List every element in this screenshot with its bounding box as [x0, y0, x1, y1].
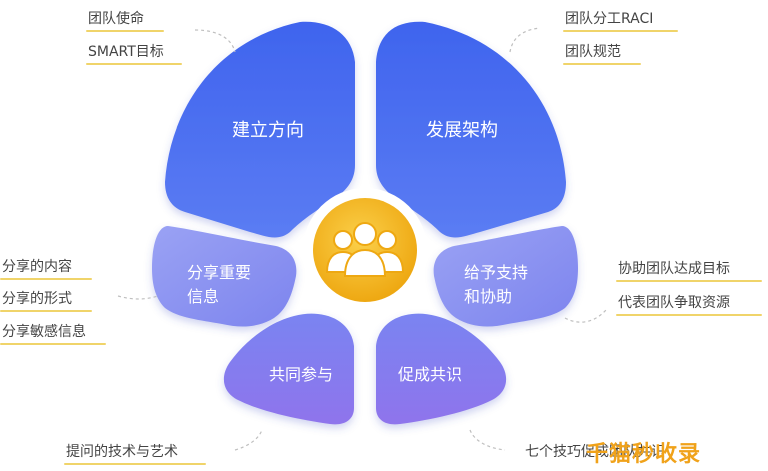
- petal-mid-left: [152, 226, 297, 327]
- label-team-norms: 团队规范: [565, 44, 621, 60]
- connector-mid-left: [117, 295, 159, 300]
- petal-mid-right-label-line2: 和协助: [464, 287, 512, 306]
- connector-top-right: [509, 27, 541, 53]
- connector-bottom-right: [469, 429, 506, 451]
- label-team-mission: 团队使命: [88, 11, 144, 27]
- petal-mid-right-label-line1: 给予支持: [464, 263, 528, 282]
- petal-top-right-label: 发展架构: [426, 120, 498, 141]
- label-help-team: 协助团队达成目标: [618, 261, 730, 277]
- label-share-sensitive: 分享敏感信息: [2, 324, 86, 340]
- petal-top-left-label: 建立方向: [232, 120, 304, 141]
- connector-bottom-left: [234, 429, 263, 451]
- label-underline: [616, 280, 762, 282]
- label-share-form: 分享的形式: [2, 291, 72, 307]
- watermark-logo: 千猫秒收录: [586, 442, 702, 467]
- label-underline: [0, 278, 92, 280]
- petal-mid-left-label-line2: 信息: [187, 287, 219, 306]
- team-icon: [325, 222, 405, 277]
- connector-top-left: [194, 29, 236, 53]
- label-underline: [563, 30, 678, 32]
- label-consensus-tips: 七个技巧促成团队共识: [525, 444, 665, 460]
- petal-top-left: [165, 21, 355, 238]
- petal-mid-right: [433, 226, 578, 327]
- connectors: [117, 27, 607, 451]
- petal-top-right: [376, 21, 566, 238]
- connector-mid-right: [564, 309, 607, 323]
- label-underline: [616, 314, 762, 316]
- label-questioning: 提问的技术与艺术: [66, 444, 178, 460]
- label-share-content: 分享的内容: [2, 259, 72, 275]
- label-raci: 团队分工RACI: [565, 11, 654, 27]
- label-smart-goal: SMART目标: [88, 44, 164, 60]
- petal-mid-left-label-line1: 分享重要: [187, 263, 251, 282]
- label-underline: [86, 63, 182, 65]
- petal-bottom-right: [376, 313, 507, 425]
- label-underline: [0, 343, 106, 345]
- label-underline: [86, 30, 164, 32]
- label-strive-resources: 代表团队争取资源: [618, 295, 730, 311]
- label-underline: [563, 63, 641, 65]
- petal-bottom-left: [223, 313, 354, 425]
- label-underline: [64, 463, 206, 465]
- petal-bottom-left-label: 共同参与: [269, 365, 333, 384]
- petal-bottom-right-label: 促成共识: [398, 365, 462, 384]
- label-underline: [0, 310, 92, 312]
